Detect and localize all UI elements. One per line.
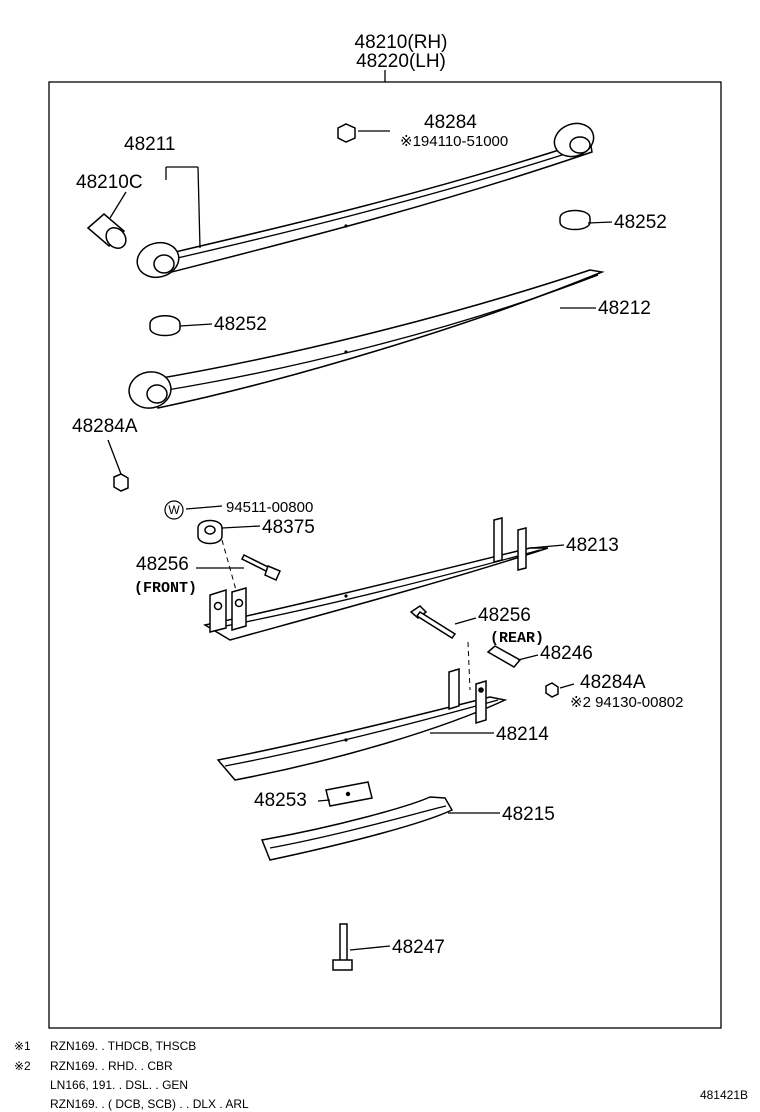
assembly-label-lh: 48220(LH) [356,51,446,72]
label-48215: 48215 [502,804,555,825]
note-1-mark: ※1 [14,1039,31,1053]
label-48210c: 48210C [76,172,143,193]
bushing-48210c [86,213,127,249]
pin-48246 [486,645,522,668]
label-48252-left: 48252 [214,314,267,335]
bushing-48375 [197,519,223,545]
note-2-mark: ※2 [14,1059,31,1073]
leaf-48215 [260,796,454,861]
note-1-text: RZN169. . THDCB, THSCB [50,1039,196,1053]
clip-rear-48213 [493,517,527,571]
label-48284a-left: 48284A [72,416,138,437]
pad-48252-top [559,209,591,231]
label-48213: 48213 [566,535,619,556]
label-48212: 48212 [598,298,651,319]
label-48246: 48246 [540,643,593,664]
label-48253: 48253 [254,790,307,811]
rear-bolt-guide [467,641,471,691]
leaf-48214 [216,696,508,781]
clip-48214 [448,667,487,725]
label-48375: 48375 [262,517,315,538]
center-bolt-48247 [332,923,353,971]
label-48256-rear: 48256 [478,605,531,626]
nut-48284 [337,123,356,143]
leaf-48212 [128,269,605,409]
bolt-48256-front [240,553,281,581]
w-symbol-circle [164,500,184,520]
note-front: (FRONT) [134,580,197,597]
main-leaf-48211 [136,122,595,279]
label-48284-alt: ※194110-51000 [400,133,508,150]
label-48252-top: 48252 [614,212,667,233]
assembly-frame [48,81,722,1029]
nut-48284a-right [545,682,559,698]
label-48284a-right: 48284A [580,672,646,693]
label-48247: 48247 [392,937,445,958]
label-48284: 48284 [424,112,477,133]
clip-front-48213 [209,587,247,633]
leader-lines [107,130,613,951]
front-bolt-guide [221,539,237,591]
note-2-line1: RZN169. . RHD. . CBR [50,1059,173,1073]
bolt-48256-rear [409,605,457,640]
note-rear: (REAR) [490,630,544,647]
note-2-line3: RZN169. . ( DCB, SCB) . . DLX . ARL [50,1097,249,1111]
label-48214: 48214 [496,724,549,745]
label-48284a-alt: ※2 94130-00802 [570,694,684,711]
note-2-line2: LN166, 191. . DSL. . GEN [50,1078,188,1092]
w-symbol-letter: W [168,503,180,517]
figure-id: 481421B [700,1088,748,1102]
plate-48253 [325,781,373,807]
label-94511: 94511-00800 [226,499,313,516]
nut-48284a-left [113,473,129,492]
label-48211: 48211 [124,134,175,155]
pad-48252-left [149,315,181,337]
label-48256-front: 48256 [136,554,189,575]
assembly-label-rh: 48210(RH) [355,32,448,53]
